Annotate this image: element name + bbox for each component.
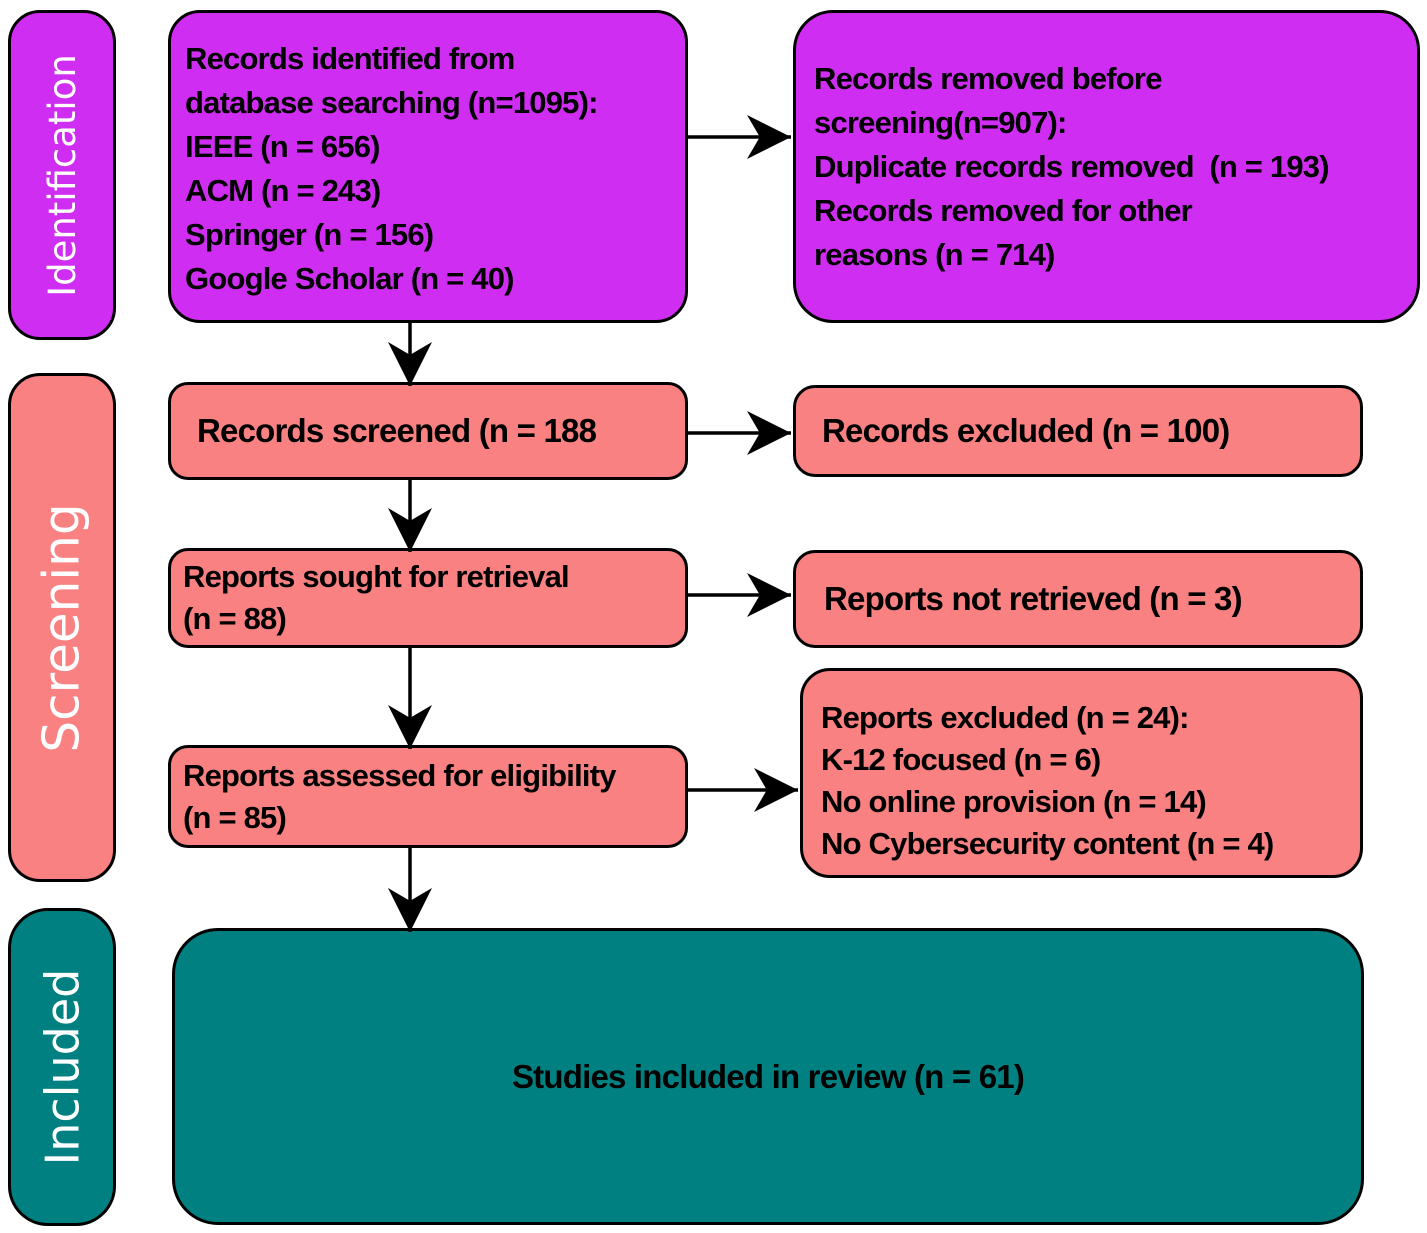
stage-screening-label: Screening — [33, 502, 91, 753]
box-records-excluded: Records excluded (n = 100) — [793, 385, 1363, 477]
box-studies-included: Studies included in review (n = 61) — [172, 928, 1364, 1225]
box-records-removed: Records removed before screening(n=907):… — [793, 10, 1420, 323]
box-reports-assessed: Reports assessed for eligibility (n = 85… — [168, 745, 688, 848]
box-reports-not-retrieved: Reports not retrieved (n = 3) — [793, 550, 1363, 648]
stage-included: Included — [8, 908, 116, 1226]
stage-screening: Screening — [8, 373, 116, 882]
stage-included-label: Included — [35, 968, 89, 1166]
box-reports-excluded: Reports excluded (n = 24): K-12 focused … — [800, 668, 1363, 878]
stage-identification-label: Identification — [40, 53, 84, 297]
box-records-screened: Records screened (n = 188 — [168, 382, 688, 480]
stage-identification: Identification — [8, 10, 116, 340]
box-records-identified: Records identified from database searchi… — [168, 10, 688, 323]
box-reports-sought: Reports sought for retrieval (n = 88) — [168, 548, 688, 648]
